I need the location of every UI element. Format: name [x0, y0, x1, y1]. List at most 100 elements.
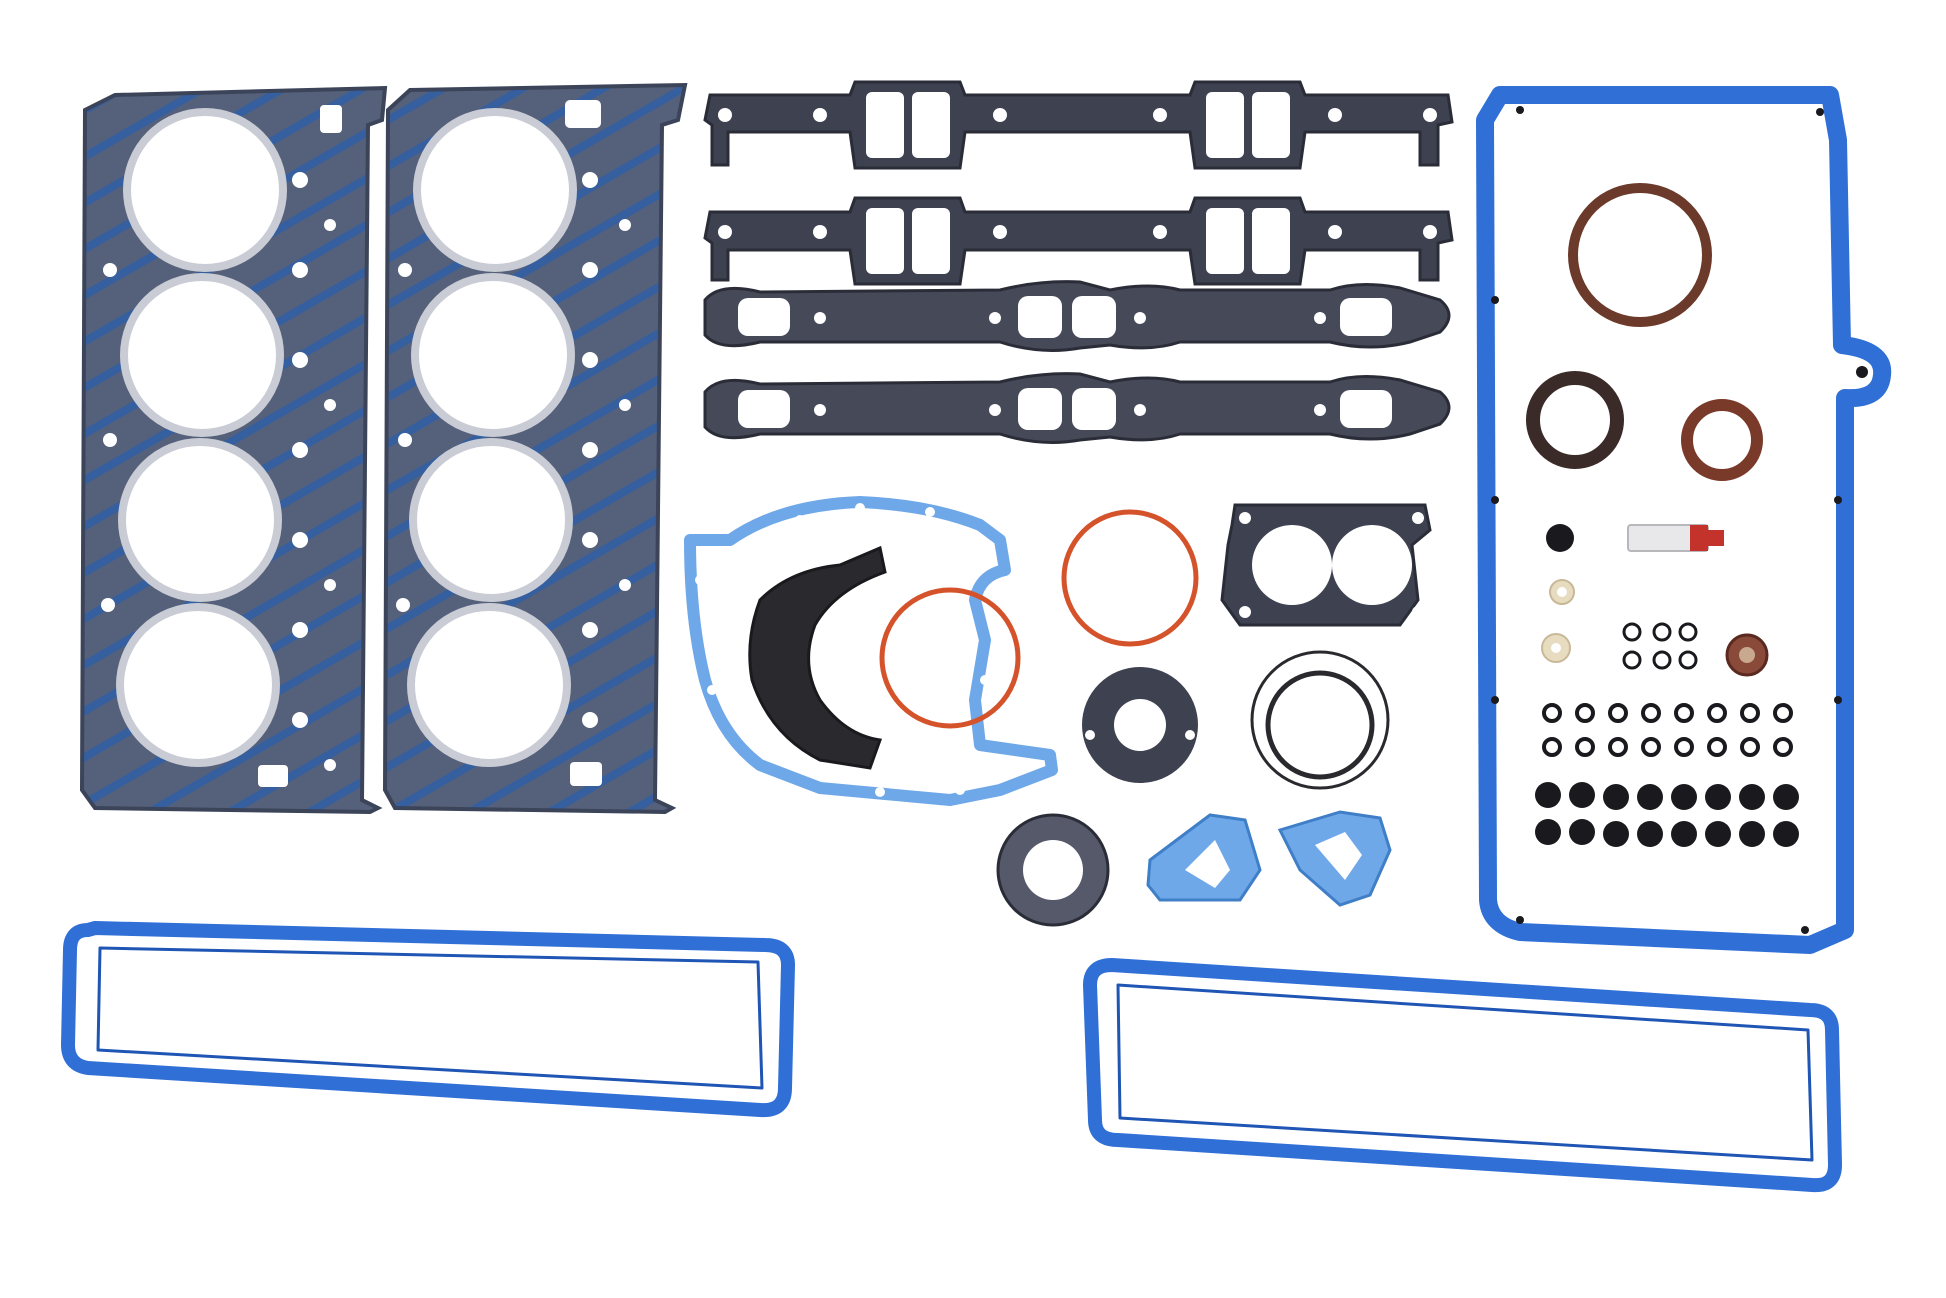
cylinder-head-gasket-left	[79, 85, 388, 815]
water-pump-gasket-right-hole	[1315, 832, 1362, 880]
bore	[120, 273, 284, 437]
oil-seal-ring	[1681, 399, 1763, 481]
bolt-hole	[1314, 312, 1326, 324]
orange-o-ring-large	[1061, 509, 1199, 647]
washer-hole	[1557, 587, 1567, 597]
bolt-hole	[813, 225, 827, 239]
valve-stem-seal	[1603, 784, 1629, 810]
bore	[409, 438, 573, 602]
intake-port	[1206, 92, 1244, 158]
intake-port	[1252, 208, 1290, 274]
head-gasket-right-bores	[407, 108, 577, 767]
throttle-bore	[1332, 525, 1412, 605]
bolt-hole	[989, 404, 1001, 416]
bolt-hole	[707, 685, 717, 695]
bolt-hole	[1834, 496, 1842, 504]
exhaust-manifold-gasket-bottom	[703, 372, 1451, 444]
valve-o-ring	[1740, 703, 1760, 723]
valve-stem-seal	[1671, 784, 1697, 810]
bolt-hole	[1153, 108, 1167, 122]
valve-o-ring	[1641, 703, 1661, 723]
timing-cover-bolt-holes	[695, 503, 995, 797]
exhaust-port	[738, 298, 790, 336]
bolt-hole	[718, 108, 732, 122]
bolt-hole	[292, 172, 308, 188]
valve-stem-seal	[1739, 821, 1765, 847]
valve-o-ring	[1773, 737, 1793, 757]
bolt-hole	[980, 675, 990, 685]
bore	[411, 273, 575, 437]
cylinder-head-gasket-right	[382, 82, 688, 815]
water-port	[570, 762, 602, 786]
exhaust-ports	[738, 296, 1392, 338]
bolt-hole	[103, 433, 117, 447]
center-seals	[879, 503, 1432, 927]
bore	[123, 108, 287, 272]
valve-stem-seal	[1739, 784, 1765, 810]
bolt-hole	[324, 759, 336, 771]
small-o-rings	[1622, 622, 1698, 670]
valve-o-ring	[1542, 737, 1562, 757]
bolt-hole	[1516, 106, 1524, 114]
sealant-tube-band	[1690, 525, 1708, 551]
bolt-hole	[1328, 108, 1342, 122]
exhaust-port	[1340, 298, 1392, 336]
bolt-hole	[985, 550, 995, 560]
exhaust-manifold-gasket-top	[703, 280, 1451, 352]
bolt-hole	[582, 172, 598, 188]
bolt-hole	[396, 598, 410, 612]
bolt-hole	[292, 262, 308, 278]
exhaust-port	[1072, 296, 1116, 338]
oil-filter-gasket-hole	[1023, 840, 1083, 900]
bolt-hole	[1412, 606, 1424, 618]
valve-cover-gasket-left-inner	[96, 946, 764, 1090]
small-o-ring	[1622, 650, 1642, 670]
valve-stem-seal	[1637, 821, 1663, 847]
bolt-hole	[292, 532, 308, 548]
valve-o-ring	[1608, 737, 1628, 757]
oil-pan-gasket-body	[1476, 86, 1892, 954]
timing-cover-seal	[1526, 371, 1624, 469]
bolt-hole	[1423, 225, 1437, 239]
bolt-hole	[813, 108, 827, 122]
oil-pan-gasket	[1476, 86, 1892, 954]
bolt-hole	[582, 352, 598, 368]
timing-cover-gasket-outline	[684, 496, 1058, 806]
bolt-hole	[795, 515, 805, 525]
bolt-hole	[292, 442, 308, 458]
exhaust-port	[738, 390, 790, 428]
valve-o-ring	[1674, 703, 1694, 723]
bore	[413, 108, 577, 272]
oil-filter-adapter-gasket	[996, 813, 1110, 927]
valve-o-ring	[1608, 703, 1628, 723]
intake-port	[912, 208, 950, 274]
bolt-hole	[582, 622, 598, 638]
bolt-hole	[814, 312, 826, 324]
valve-o-ring	[1575, 737, 1595, 757]
small-o-ring	[1622, 622, 1642, 642]
oil-seal-small	[1681, 399, 1763, 481]
sealant-tube-cap	[1708, 530, 1724, 546]
bolt-hole	[814, 404, 826, 416]
intake-port	[866, 92, 904, 158]
exhaust-port	[1072, 388, 1116, 430]
bolt-hole	[1516, 916, 1524, 924]
distributor-gasket-hole	[1114, 699, 1166, 751]
bolt-hole	[1801, 926, 1809, 934]
bolt-hole	[1423, 108, 1437, 122]
distributor-gasket	[1082, 667, 1198, 783]
black-o-ring-inner	[1265, 670, 1375, 780]
bolt-hole	[324, 579, 336, 591]
valve-o-ring	[1707, 703, 1727, 723]
bolt-hole	[292, 712, 308, 728]
bolt-hole	[619, 219, 631, 231]
crank-seal-retainer	[748, 545, 887, 770]
bolt-hole	[1412, 512, 1424, 524]
valve-stem-seal	[1705, 784, 1731, 810]
water-pump-gaskets	[1146, 810, 1392, 907]
bore	[407, 603, 571, 767]
throttle-body-gasket	[1220, 503, 1432, 627]
orange-o-ring-medium	[879, 587, 1021, 729]
bolt-hole	[398, 433, 412, 447]
